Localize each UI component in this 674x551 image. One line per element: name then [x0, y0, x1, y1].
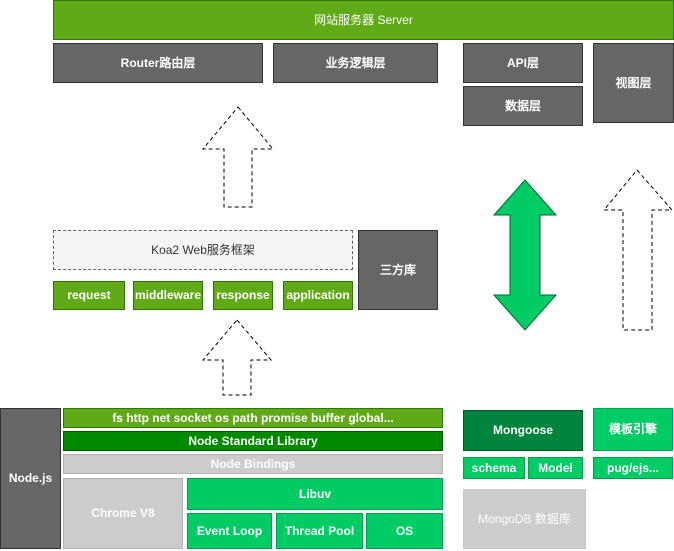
- up-arrow-koa-to-server: [201, 106, 275, 208]
- node-bindings: Node Bindings: [63, 454, 443, 474]
- third-party-libs: 三方库: [358, 230, 438, 310]
- koa-module-response: response: [213, 281, 273, 310]
- koa-module-label: request: [67, 288, 111, 303]
- mongodb-database-label: MongoDB 数据库: [478, 511, 571, 526]
- koa-title: Koa2 Web服务框架: [151, 242, 255, 257]
- event-loop: Event Loop: [187, 513, 272, 549]
- double-arrow-data-mongo: [492, 179, 558, 331]
- nodejs-label: Node.js: [8, 471, 53, 486]
- mongoose-schema: schema: [463, 457, 525, 479]
- mongoose-model-label: Model: [538, 460, 573, 475]
- koa-module-application: application: [283, 281, 353, 310]
- koa-framework: Koa2 Web服务框架: [53, 230, 353, 270]
- mongodb-database: MongoDB 数据库: [463, 489, 586, 549]
- up-arrow-template-to-view: [602, 169, 674, 331]
- router-layer-label: Router路由层: [120, 55, 196, 70]
- mongoose-label: Mongoose: [493, 423, 553, 438]
- server-title: 网站服务器 Server: [314, 12, 413, 27]
- chrome-v8-label: Chrome V8: [91, 506, 155, 521]
- api-layer-label: API层: [506, 55, 539, 70]
- node-modules: fs http net socket os path promise buffe…: [63, 408, 443, 428]
- server-banner: 网站服务器 Server: [53, 0, 674, 40]
- koa-module-middleware: middleware: [133, 281, 203, 310]
- template-engine: 模板引擎: [593, 408, 673, 451]
- thread-pool-label: Thread Pool: [284, 523, 355, 538]
- koa-module-request: request: [53, 281, 125, 310]
- template-engines-label: pug/ejs...: [606, 460, 659, 475]
- logic-layer: 业务逻辑层: [273, 43, 438, 83]
- data-layer-label: 数据层: [504, 98, 541, 113]
- up-arrow-node-to-koa: [201, 319, 273, 396]
- view-layer: 视图层: [593, 43, 674, 123]
- node-standard-library: Node Standard Library: [63, 431, 443, 451]
- view-layer-label: 视图层: [615, 75, 652, 90]
- event-loop-label: Event Loop: [196, 523, 263, 538]
- os-box: OS: [366, 513, 443, 549]
- nodejs-label-box: Node.js: [0, 408, 61, 549]
- libuv: Libuv: [187, 478, 443, 510]
- node-bindings-label: Node Bindings: [210, 456, 296, 471]
- mongoose: Mongoose: [463, 410, 583, 451]
- node-standard-library-label: Node Standard Library: [188, 433, 318, 448]
- chrome-v8: Chrome V8: [63, 478, 183, 549]
- libuv-label: Libuv: [299, 486, 331, 501]
- node-modules-label: fs http net socket os path promise buffe…: [112, 410, 394, 425]
- template-engines-list: pug/ejs...: [593, 457, 673, 479]
- data-layer: 数据层: [463, 86, 583, 126]
- template-engine-label: 模板引擎: [608, 422, 657, 437]
- thread-pool: Thread Pool: [276, 513, 363, 549]
- api-layer: API层: [463, 43, 583, 83]
- koa-module-label: application: [286, 288, 350, 303]
- third-party-label: 三方库: [379, 262, 416, 277]
- koa-module-label: middleware: [134, 288, 202, 303]
- os-label: OS: [395, 523, 414, 538]
- koa-module-label: response: [216, 288, 270, 303]
- logic-layer-label: 业务逻辑层: [325, 55, 386, 70]
- mongoose-schema-label: schema: [471, 460, 517, 475]
- router-layer: Router路由层: [53, 43, 263, 83]
- mongoose-model: Model: [528, 457, 583, 479]
